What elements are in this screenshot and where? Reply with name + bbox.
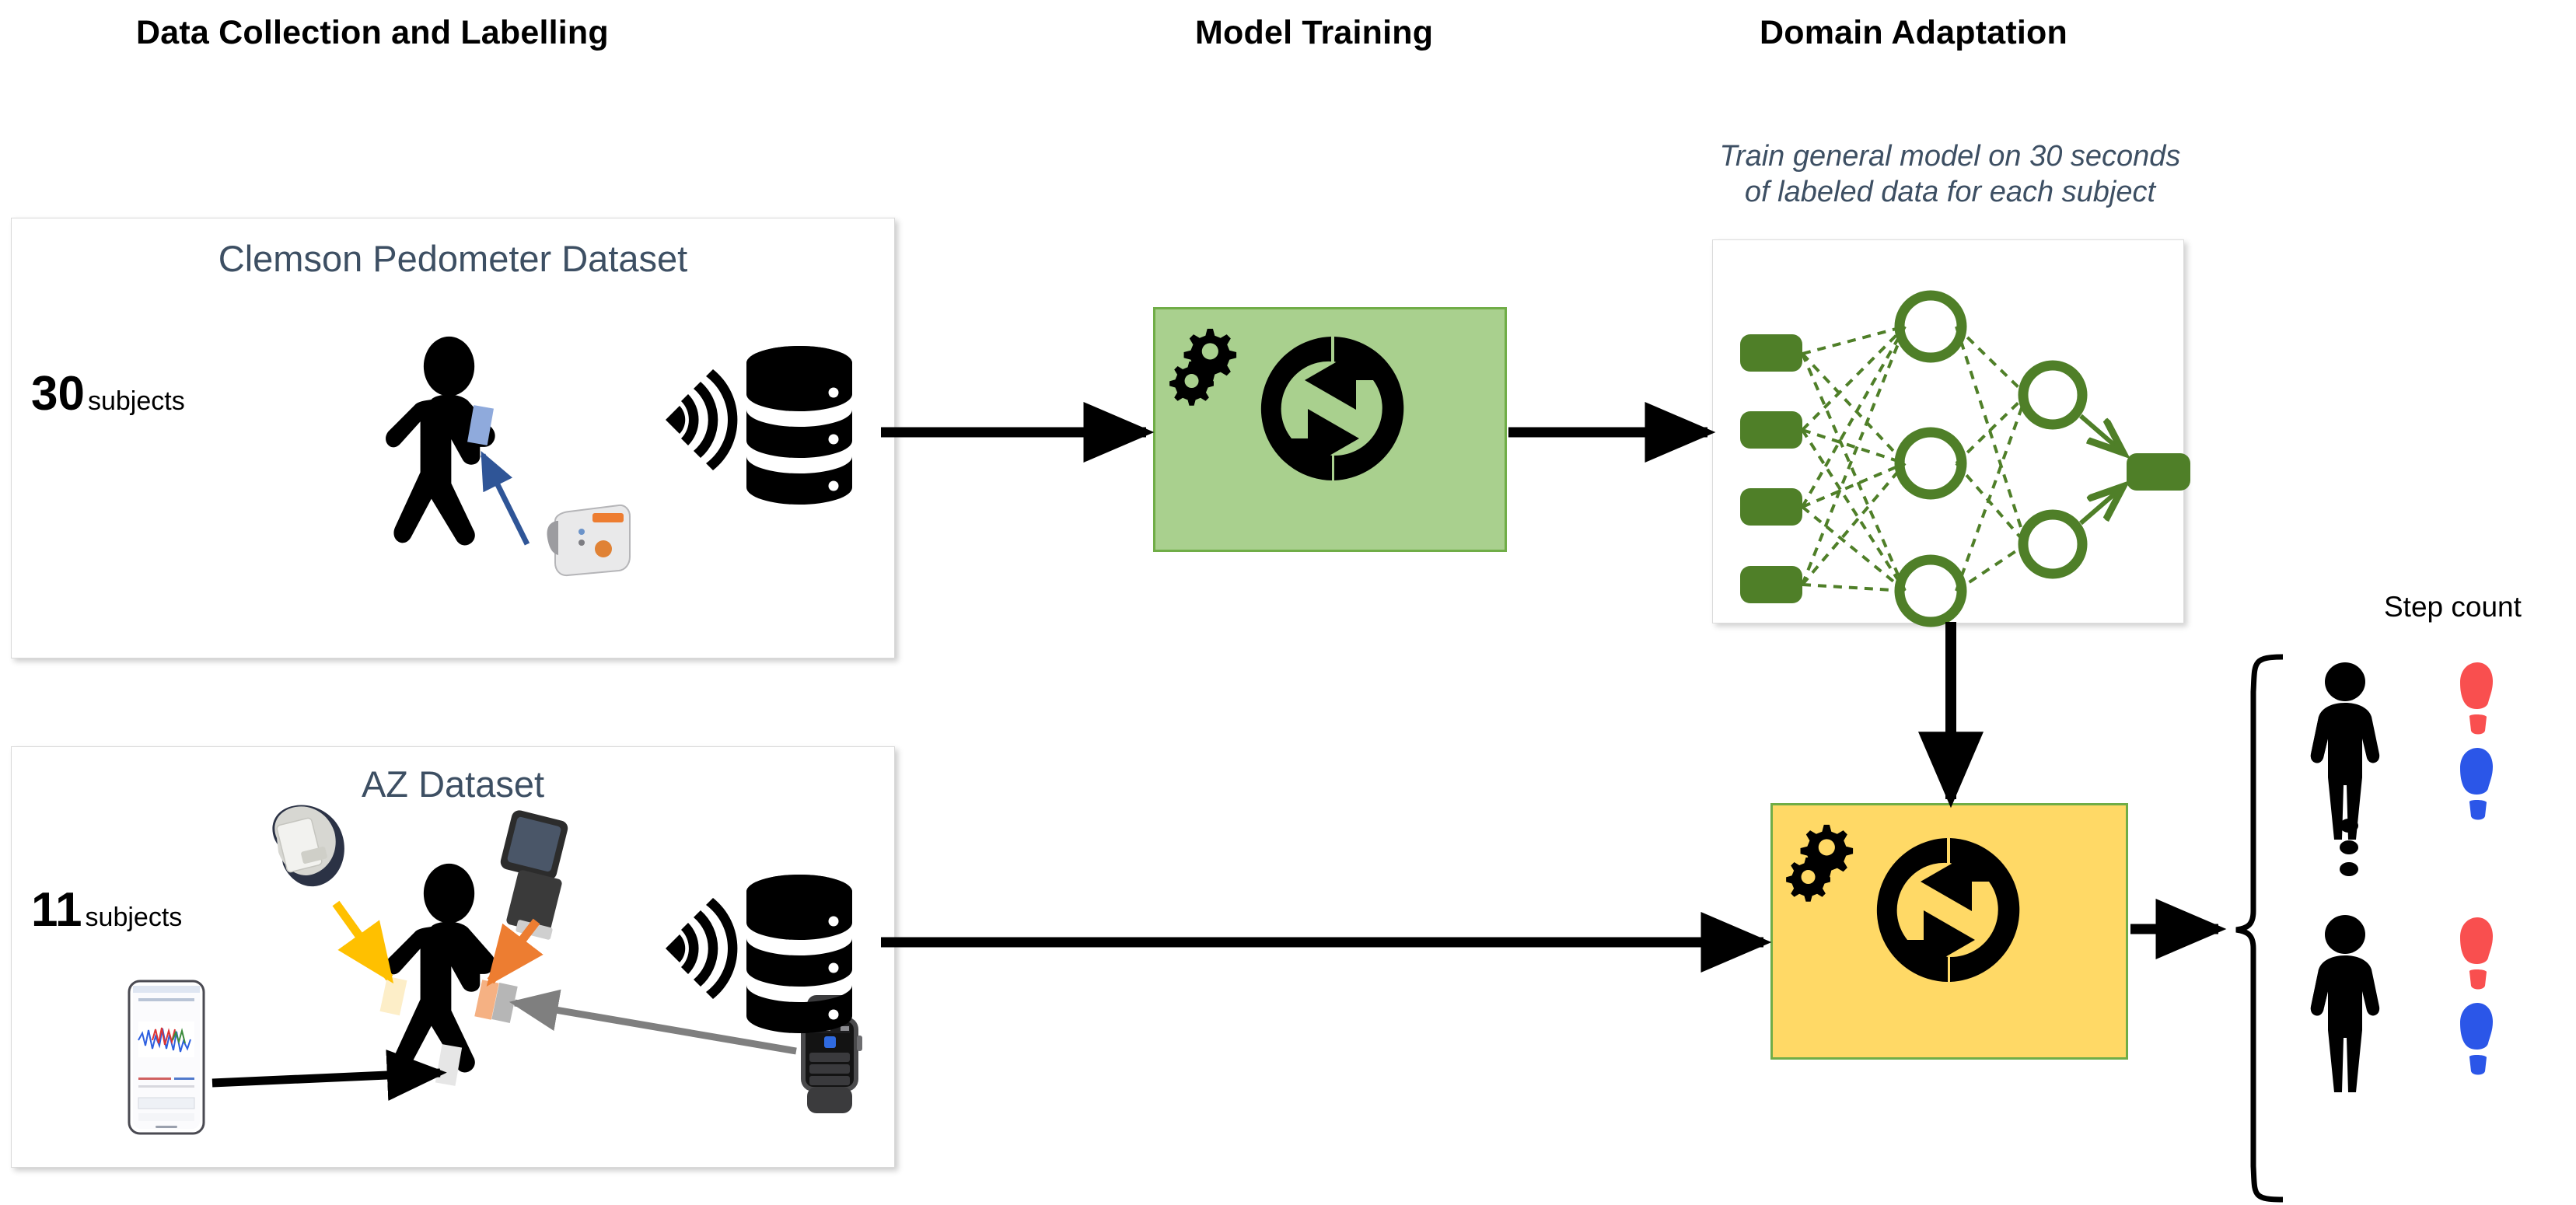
training-process-box	[1153, 307, 1507, 552]
note-line-2: of labeled data for each subject	[1744, 176, 2156, 209]
header-domain-adaptation: Domain Adaptation	[1760, 14, 2067, 51]
red-footprint-icon	[2460, 917, 2493, 990]
ellipsis-vertical-icon	[2340, 819, 2358, 876]
person-icon	[2310, 662, 2380, 840]
az-subject-word: subjects	[85, 903, 183, 932]
red-footprint-icon	[2460, 662, 2493, 735]
note-line-1: Train general model on 30 seconds	[1719, 140, 2181, 173]
output-brace	[2235, 654, 2284, 1203]
az-dataset-panel: AZ Dataset	[11, 746, 895, 1168]
neural-network-panel	[1712, 239, 2184, 623]
clemson-subject-word: subjects	[87, 386, 185, 416]
clemson-subject-number: 30	[31, 367, 85, 421]
header-data-collection: Data Collection and Labelling	[136, 14, 609, 51]
domain-adaptation-note: Train general model on 30 seconds of lab…	[1655, 138, 2246, 211]
person-icon	[2310, 915, 2380, 1092]
clemson-dataset-panel: Clemson Pedometer Dataset	[11, 218, 895, 658]
az-panel-title: AZ Dataset	[361, 763, 545, 805]
step-count-label: Step count	[2384, 591, 2522, 623]
clemson-panel-title: Clemson Pedometer Dataset	[218, 238, 688, 279]
header-model-training: Model Training	[1195, 14, 1434, 51]
adaptation-process-box	[1770, 803, 2128, 1060]
az-subject-number: 11	[31, 883, 82, 937]
blue-footprint-icon	[2460, 748, 2493, 820]
blue-footprint-icon	[2460, 1003, 2493, 1075]
